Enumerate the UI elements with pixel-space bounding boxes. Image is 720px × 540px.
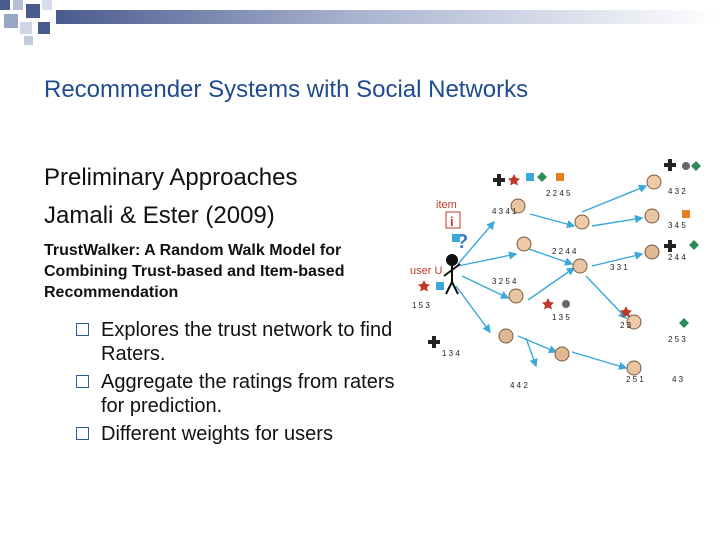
rating-group: 2 3	[620, 321, 632, 330]
corner-squares-decoration	[0, 0, 60, 48]
square-item-icon	[436, 282, 444, 290]
slide-title: Recommender Systems with Social Networks	[44, 76, 529, 103]
bullet-text: Different weights for users	[101, 423, 333, 445]
rating-group: 3 4 5	[668, 221, 686, 230]
star-item-icon	[508, 174, 520, 186]
user-avatar-icon	[644, 208, 660, 224]
user-avatar-icon	[646, 174, 662, 190]
rating-group: 3 3 1	[610, 263, 628, 272]
item-id-label: i	[450, 214, 454, 229]
circle-item-icon	[562, 300, 570, 308]
target-item-box	[445, 211, 461, 229]
bullet-list: Explores the trust network to find Rater…	[76, 318, 406, 450]
user-avatar-icon	[572, 258, 588, 274]
checkbox-bullet-icon	[76, 427, 89, 440]
cross-item-icon	[664, 159, 676, 171]
checkbox-bullet-icon	[76, 323, 89, 336]
user-avatar-icon	[554, 346, 570, 362]
trust-edges	[455, 184, 648, 371]
user-avatar-icon	[498, 328, 514, 344]
trust-network-figure: item i ? user U 2 2 4 5 4 3 2 4 3 4 1 3 …	[410, 159, 701, 390]
rating-group: 1 3 5	[552, 313, 570, 322]
item-label: item	[436, 199, 457, 211]
rating-group: 2 5 1	[626, 375, 644, 384]
rating-group: 4 4 2	[510, 381, 528, 390]
diamond-item-icon	[689, 240, 699, 250]
user-u-figure-icon	[443, 254, 461, 295]
paper-subtitle: TrustWalker: A Random Walk Model for Com…	[44, 242, 345, 301]
star-item-icon	[620, 306, 632, 318]
rating-group: 4 3 4 1	[492, 207, 517, 216]
cross-item-icon	[428, 336, 440, 348]
diamond-item-icon	[537, 172, 547, 182]
rating-group: 4 3 2	[668, 187, 686, 196]
header-decoration	[0, 0, 720, 48]
user-avatar-icon	[626, 360, 642, 376]
bullet-text: Explores the trust network to find Rater…	[101, 319, 393, 365]
diamond-item-icon	[691, 161, 701, 171]
rating-labels: 2 2 4 5 4 3 2 4 3 4 1 3 4 5 2 2 4 4 3 3 …	[412, 187, 686, 390]
user-avatar-icon	[644, 244, 660, 260]
rating-group: 3 2 5 4	[492, 277, 517, 286]
bullet-item: Aggregate the ratings from raters for pr…	[76, 370, 406, 418]
bullet-item: Explores the trust network to find Rater…	[76, 318, 406, 366]
user-u-label: user U	[410, 265, 442, 277]
rating-group: 4 3	[672, 375, 684, 384]
rating-group: 2 2 4 4	[552, 247, 577, 256]
user-avatar-icon	[508, 288, 524, 304]
bullet-text: Aggregate the ratings from raters for pr…	[101, 371, 395, 417]
heading-citation: Jamali & Ester (2009)	[44, 202, 275, 229]
heading-preliminary: Preliminary Approaches	[44, 164, 298, 191]
circle-item-icon	[682, 162, 690, 170]
rated-item-icon	[452, 234, 460, 242]
target-user: item i ? user U	[410, 199, 468, 295]
square-item-icon	[556, 173, 564, 181]
item-shapes	[418, 159, 701, 348]
cross-item-icon	[493, 174, 505, 186]
cross-item-icon	[664, 240, 676, 252]
user-avatar-icon	[510, 198, 526, 214]
user-avatar-icon	[574, 214, 590, 230]
user-nodes	[498, 174, 662, 376]
square-item-icon	[526, 173, 534, 181]
bullet-item: Different weights for users	[76, 422, 406, 446]
user-avatar-icon	[516, 236, 532, 252]
square-item-icon	[682, 210, 690, 218]
diamond-item-icon	[679, 318, 689, 328]
rating-group: 2 2 4 5	[546, 189, 571, 198]
header-gradient-bar	[56, 10, 720, 24]
checkbox-bullet-icon	[76, 375, 89, 388]
rating-group: 1 3 4	[442, 349, 460, 358]
rating-group: 2 4 4	[668, 253, 686, 262]
rating-group: 2 5 3	[668, 335, 686, 344]
star-item-icon	[418, 280, 430, 292]
rating-group: 1 5 3	[412, 301, 430, 310]
user-avatar-icon	[626, 314, 642, 330]
star-item-icon	[542, 298, 554, 310]
